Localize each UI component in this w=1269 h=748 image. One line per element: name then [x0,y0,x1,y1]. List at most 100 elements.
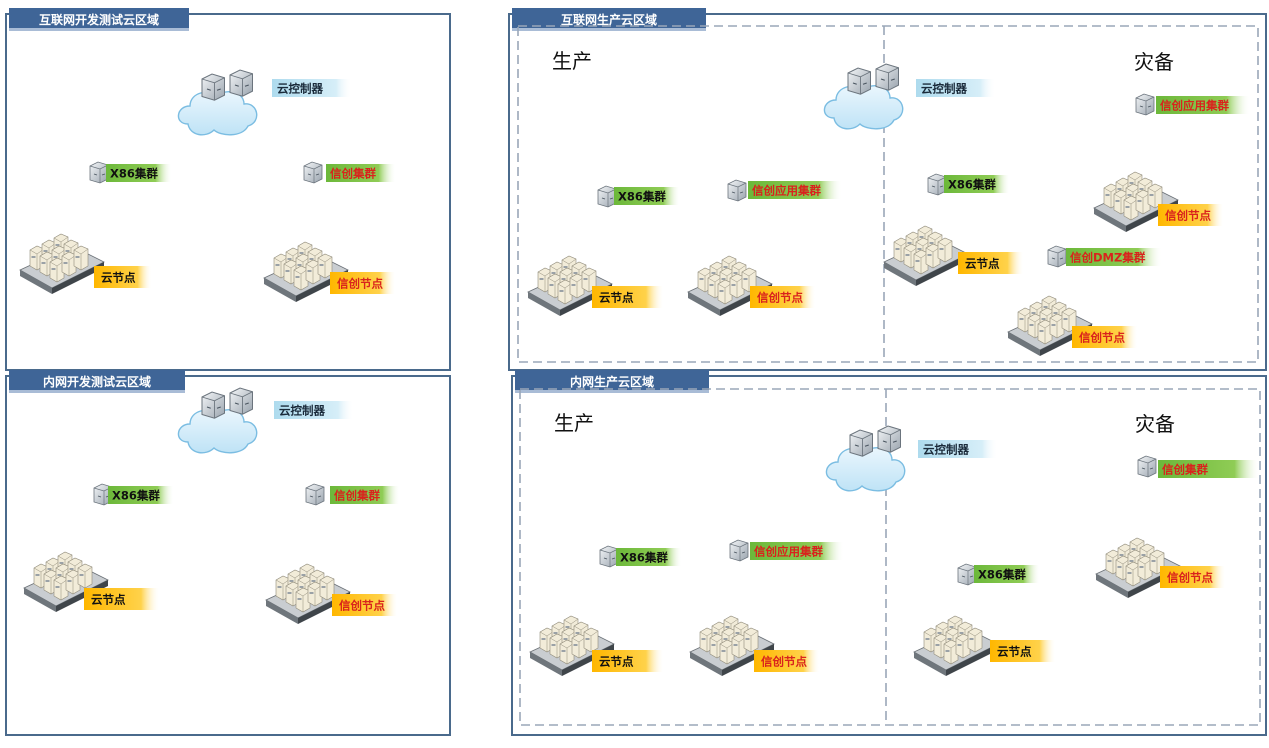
svg-text:X86集群: X86集群 [978,568,1026,582]
dev2-xc-nodes-label: 信创节点 [332,594,398,616]
prod1-x86-switch-icon [597,185,617,208]
dev1-controller-switch-icon-1 [201,73,225,101]
dev1-controller-switch-icon-2 [229,69,253,97]
prod1-dr-xc-rack-icon [1093,171,1179,232]
prod1-dr-dmz-cluster-label: 信创DMZ集群 [1066,248,1162,266]
prod2-dr-x86-switch-icon [957,563,977,586]
dev2-controller-switch-icon-2 [229,387,253,415]
svg-text:云节点: 云节点 [599,655,634,669]
prod2-dr-xc-rack-icon [1095,537,1181,598]
internet-dev-panel-title: 互联网开发测试云区域 [39,12,159,27]
svg-text:X86集群: X86集群 [618,190,666,204]
internet-prod-panel-title: 互联网生产云区域 [561,12,657,27]
svg-text:X86集群: X86集群 [620,551,668,565]
svg-text:信创应用集群: 信创应用集群 [752,184,821,198]
prod2-x86-switch-icon [599,545,619,568]
intranet-prod-dashed-area [519,388,1261,726]
prod1-x86-cluster-label: X86集群 [614,187,680,205]
svg-text:云节点: 云节点 [965,257,1000,271]
dev1-x86-cluster-label: X86集群 [106,164,172,182]
prod1-controller-label: 云控制器 [916,79,996,97]
prod2-dr-xc-nodes-label: 信创节点 [1160,566,1226,588]
dev2-controller-cloud-icon [177,409,258,454]
dev2-xc-switch-icon [305,483,325,506]
prod1-x86-nodes-label: 云节点 [592,286,664,308]
dev1-controller-label: 云控制器 [272,79,352,97]
prod1-dr-x86-rack-icon [883,225,969,286]
svg-text:云控制器: 云控制器 [277,82,323,96]
prod1-dr-x86-nodes-label: 云节点 [958,252,1024,274]
dev2-x86-cluster-label: X86集群 [108,486,174,504]
prod1-xc-rack-icon [687,255,773,316]
dev1-controller-cloud-icon [177,91,258,136]
internet-prod-panel-title-tab: 互联网生产云区域 [512,8,706,31]
svg-text:云节点: 云节点 [91,593,126,607]
dev1-x86-switch-icon [89,161,109,184]
svg-text:信创集群: 信创集群 [334,489,380,503]
prod2-xc-app-cluster-label: 信创应用集群 [750,542,844,560]
svg-text:信创集群: 信创集群 [330,167,376,181]
internet-prod-dashed-area [517,25,1259,363]
svg-text:信创节点: 信创节点 [1165,209,1211,223]
prod2-xc-nodes-label: 信创节点 [754,650,820,672]
prod2-dr-xc-switch-icon [1137,455,1157,478]
svg-text:信创节点: 信创节点 [1079,331,1125,345]
dev2-x86-nodes-label: 云节点 [84,588,160,610]
prod1-dr-x86-switch-icon [927,173,947,196]
prod1-xc-app-cluster-label: 信创应用集群 [748,181,842,199]
dev1-xc-switch-icon [303,161,323,184]
dev2-controller-switch-icon-1 [201,391,225,419]
intranet-dev-panel-title-tab: 内网开发测试云区域 [9,370,185,393]
prod1-dr-xc-nodes-label: 信创节点 [1158,204,1224,226]
dev2-xc-cluster-label: 信创集群 [330,486,400,504]
svg-text:信创节点: 信创节点 [339,599,385,613]
svg-text:云控制器: 云控制器 [921,82,967,96]
prod2-dr-x86-nodes-label: 云节点 [990,640,1056,662]
dev1-x86-rack-icon [19,233,105,294]
svg-text:信创DMZ集群: 信创DMZ集群 [1070,251,1146,265]
svg-text:X86集群: X86集群 [948,178,996,192]
prod1-controller-cloud-icon [823,85,904,130]
prod1-dr-xc-app-cluster-label: 信创应用集群 [1156,96,1250,114]
dev1-xc-nodes-label: 信创节点 [330,272,396,294]
prod1-dr-x86-cluster-label: X86集群 [944,175,1010,193]
prod2-dr-x86-cluster-label: X86集群 [974,565,1040,583]
prod1-controller-switch-icon-1 [847,67,871,95]
svg-text:信创节点: 信创节点 [761,655,807,669]
internet-dev-panel-frame [5,13,451,371]
intranet-dev-panel-title: 内网开发测试云区域 [43,374,151,389]
prod2-dr-xc-cluster-label: 信创集群 [1158,460,1260,478]
svg-text:信创应用集群: 信创应用集群 [754,545,823,559]
prod2-x86-nodes-label: 云节点 [592,650,664,672]
svg-text:X86集群: X86集群 [110,167,158,181]
svg-text:信创节点: 信创节点 [757,291,803,305]
dev1-xc-rack-icon [263,241,349,302]
svg-text:信创集群: 信创集群 [1162,463,1208,477]
prod2-controller-switch-icon-1 [849,429,873,457]
prod1-dr-xc-app-switch-icon [1135,93,1155,116]
svg-text:信创节点: 信创节点 [1167,571,1213,585]
internet-dev-panel-title-tab: 互联网开发测试云区域 [9,8,189,31]
dev2-controller-label: 云控制器 [274,401,354,419]
prod2-controller-cloud-icon [825,447,906,492]
prod2-dr-x86-rack-icon [913,615,999,676]
prod2-x86-rack-icon [529,615,615,676]
intranet-prod-panel-title: 内网生产云区域 [570,374,654,389]
dev1-x86-nodes-label: 云节点 [94,266,152,288]
svg-text:信创应用集群: 信创应用集群 [1160,99,1229,113]
prod1-controller-switch-icon-2 [875,63,899,91]
svg-text:信创节点: 信创节点 [337,277,383,291]
prod1-xc-nodes-label: 信创节点 [750,286,816,308]
prod1-dr-dmz-switch-icon [1047,245,1067,268]
internet-prod-dr-label: 灾备 [1134,50,1174,74]
prod1-xc-app-switch-icon [727,179,747,202]
dev2-x86-switch-icon [93,483,113,506]
svg-text:云节点: 云节点 [101,271,136,285]
prod2-x86-cluster-label: X86集群 [616,548,682,566]
dev2-x86-rack-icon [23,551,109,612]
svg-text:云节点: 云节点 [997,645,1032,659]
intranet-prod-panel-title-tab: 内网生产云区域 [515,370,709,393]
dev2-xc-rack-icon [265,563,351,624]
svg-text:云控制器: 云控制器 [923,443,969,457]
